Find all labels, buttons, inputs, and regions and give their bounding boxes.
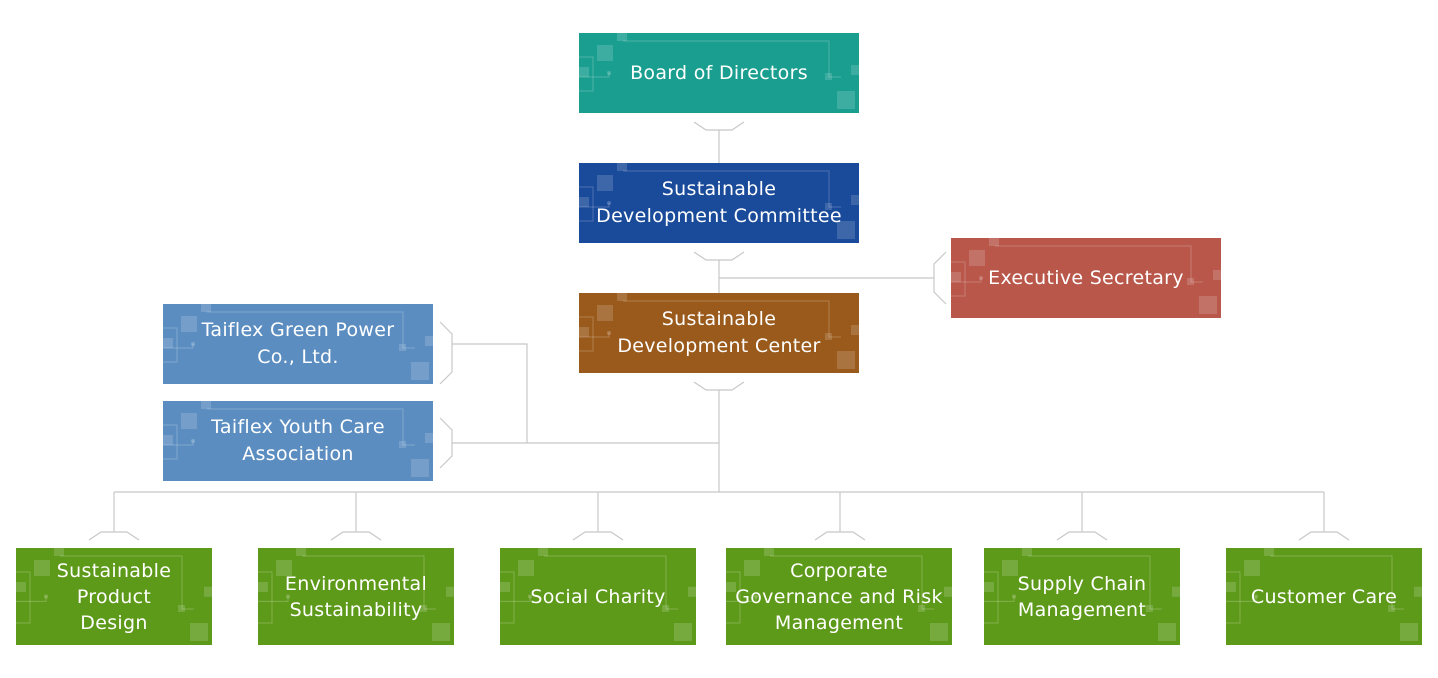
node-label: Customer Care — [1250, 585, 1398, 608]
node-team-supply-chain-management: Supply Chain Management — [984, 548, 1180, 645]
circuit-pattern-decoration — [163, 304, 433, 380]
circuit-pattern-decoration — [16, 548, 212, 641]
node-executive-secretary: Executive Secretary — [951, 238, 1221, 318]
node-team-environmental-sustainability: Environmental Sustainability — [258, 548, 454, 645]
bracket-team-2 — [330, 531, 382, 541]
bracket-green-power-right — [439, 321, 453, 385]
bracket-secretary-left — [933, 251, 947, 305]
node-label: Sustainable Development Committee — [596, 178, 842, 227]
node-sustainable-development-center: Sustainable Development Center — [579, 293, 859, 373]
node-sustainable-development-committee: Sustainable Development Committee — [579, 163, 859, 243]
circuit-pattern-decoration — [951, 238, 1221, 314]
node-label: Board of Directors — [630, 61, 808, 84]
node-taiflex-youth-care: Taiflex Youth Care Association — [163, 401, 433, 481]
circuit-pattern-decoration — [163, 401, 433, 477]
line-green-power — [452, 343, 528, 443]
node-label: Executive Secretary — [988, 266, 1184, 289]
node-label: Corporate Governance and Risk Management — [735, 559, 943, 634]
node-taiflex-green-power: Taiflex Green Power Co., Ltd. — [163, 304, 433, 384]
node-label: Social Charity — [530, 585, 666, 608]
bracket-team-3 — [572, 531, 624, 541]
bracket-youth-care-right — [439, 417, 453, 469]
node-team-corporate-governance: Corporate Governance and Risk Management — [726, 548, 952, 645]
circuit-pattern-decoration — [726, 548, 952, 641]
node-label: Taiflex Green Power Co., Ltd. — [201, 319, 395, 368]
node-board-of-directors: Board of Directors — [579, 33, 859, 113]
circuit-pattern-decoration — [984, 548, 1180, 641]
circuit-pattern-decoration — [579, 163, 859, 239]
bracket-committee-bottom — [693, 251, 745, 261]
node-label: Taiflex Youth Care Association — [211, 416, 385, 465]
bracket-team-1 — [88, 531, 140, 541]
circuit-pattern-decoration — [579, 293, 859, 369]
node-label: Sustainable Development Center — [617, 308, 821, 357]
node-team-customer-care: Customer Care — [1226, 548, 1422, 645]
bracket-center-bottom — [693, 381, 745, 391]
circuit-pattern-decoration — [579, 33, 859, 109]
node-label: Supply Chain Management — [1017, 572, 1147, 621]
circuit-pattern-decoration — [500, 548, 696, 641]
bracket-team-4 — [814, 531, 866, 541]
node-team-sustainable-product-design: Sustainable Product Design — [16, 548, 212, 645]
circuit-pattern-decoration — [1226, 548, 1422, 641]
node-team-social-charity: Social Charity — [500, 548, 696, 645]
node-label: Environmental Sustainability — [284, 572, 428, 621]
bracket-board-bottom — [693, 121, 745, 131]
bracket-team-5 — [1056, 531, 1108, 541]
circuit-pattern-decoration — [258, 548, 454, 641]
node-label: Sustainable Product Design — [56, 559, 172, 634]
bracket-team-6 — [1298, 531, 1350, 541]
